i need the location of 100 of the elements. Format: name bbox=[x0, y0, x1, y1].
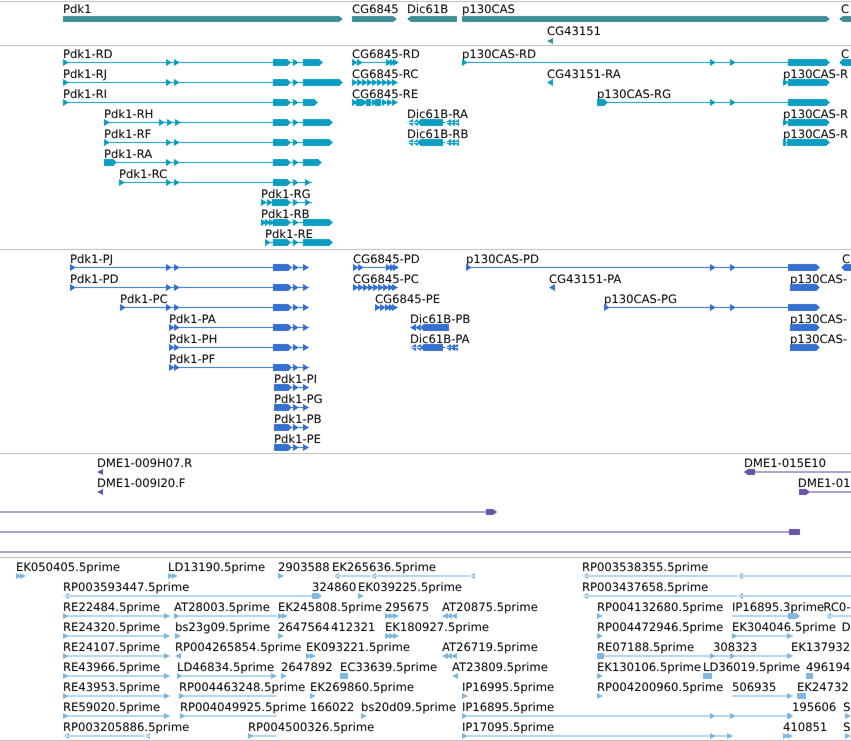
feature-label: RP004472946.5prime bbox=[597, 620, 724, 634]
feature-label: p130CAS- bbox=[790, 332, 848, 346]
feature-label: Pdk1-PD bbox=[70, 272, 119, 286]
feature-label: Dic61B bbox=[407, 2, 448, 16]
feature-label: AT20875.5prime bbox=[442, 600, 538, 614]
feature-label: EK180927.5prime bbox=[385, 620, 490, 634]
feature-label: CG6845-PD bbox=[353, 252, 420, 266]
feature-label: p130CAS bbox=[462, 2, 515, 16]
feature-label: AT28003.5prime bbox=[174, 600, 270, 614]
feature-label: Pdk1-PB bbox=[274, 412, 322, 426]
feature-label: D bbox=[842, 620, 850, 634]
feature-label: RP004200960.5prime bbox=[597, 680, 724, 694]
feature-label: Pdk1-PF bbox=[169, 352, 216, 366]
feature-label: p130CAS-R bbox=[783, 126, 848, 141]
feature-label: S bbox=[843, 700, 850, 714]
feature-label: RP003593447.5prime bbox=[63, 580, 190, 594]
feature-label: CG6845-RD bbox=[352, 46, 420, 61]
feature-label: Pdk1-RG bbox=[261, 186, 311, 201]
feature-label: Pdk1-RC bbox=[119, 166, 168, 181]
feature-label: AT26719.5prime bbox=[442, 640, 538, 654]
feature-label: CG43151 bbox=[547, 24, 601, 38]
feature-label: LD46834.5prime bbox=[177, 660, 274, 674]
feature-label: RP003205886.5prime bbox=[63, 720, 190, 734]
feature-label: 506935 bbox=[732, 680, 776, 694]
feature-label: CG43151-PA bbox=[549, 272, 622, 286]
feature-label: CG6845-PE bbox=[375, 292, 440, 306]
feature-label: RE59020.5prime bbox=[63, 700, 160, 714]
feature-label: Pdk1-RD bbox=[63, 46, 113, 61]
feature-label: Pdk1-PH bbox=[169, 332, 218, 346]
feature-label: DME1-015E10 bbox=[744, 456, 826, 470]
feature-label: EK245808.5prime bbox=[278, 600, 382, 614]
feature-label: S bbox=[843, 720, 850, 734]
feature-label: EK304046.5prime bbox=[732, 620, 836, 634]
feature-label: EK093221.5prime bbox=[306, 640, 410, 654]
feature-label: Pdk1-RJ bbox=[63, 66, 108, 81]
feature-label: 410851 bbox=[783, 720, 828, 734]
feature-label: Pdk1-PI bbox=[274, 372, 318, 386]
feature-label: CG6845 bbox=[352, 2, 399, 16]
feature-label: CG6845-PC bbox=[353, 272, 419, 286]
feature-label: p130CAS-R bbox=[783, 106, 848, 121]
feature-label: Pdk1-RF bbox=[104, 126, 152, 141]
feature-label: RE24107.5prime bbox=[63, 640, 160, 654]
feature-label: Pdk1-PC bbox=[120, 292, 168, 306]
feature-label: 195606 bbox=[792, 700, 836, 714]
feature-label: C bbox=[841, 2, 850, 16]
feature-label: 324860 bbox=[312, 580, 356, 594]
feature-label: IP17095.5prime bbox=[462, 720, 554, 734]
feature-label: Pdk1-RA bbox=[104, 146, 152, 161]
feature-label: p130CAS- bbox=[790, 272, 848, 286]
feature-label: LD36019.5prime bbox=[703, 660, 800, 674]
feature-label: bs20d09.5prime bbox=[361, 700, 456, 714]
feature-label: bs23g09.5prime bbox=[175, 620, 270, 634]
feature-label: 2903588 bbox=[278, 560, 330, 574]
feature-label: RC0- bbox=[823, 600, 850, 614]
feature-label: p130CAS-RG bbox=[597, 86, 672, 101]
feature-label: EK039225.5prime bbox=[358, 580, 462, 594]
feature-label: C bbox=[842, 252, 850, 266]
feature-label: CG6845-RC bbox=[352, 66, 418, 81]
feature-label: EK24732 bbox=[797, 680, 849, 694]
feature-label: RP003437658.5prime bbox=[582, 580, 708, 594]
feature-label: RP004265854.5prime bbox=[175, 640, 302, 654]
feature-label: Pdk1-PE bbox=[274, 432, 321, 446]
feature-label: Pdk1-RI bbox=[63, 86, 108, 101]
feature-label: CG6845-RE bbox=[352, 86, 418, 101]
feature-label: Dic61B-RA bbox=[407, 106, 468, 121]
feature-label: IP16895.5prime bbox=[462, 700, 554, 714]
feature-label: Pdk1-PA bbox=[169, 312, 216, 326]
feature-label: RP004049925.5prime bbox=[180, 700, 306, 714]
feature-label: p130CAS- bbox=[790, 312, 848, 326]
feature-label: IP16995.5prime bbox=[462, 680, 554, 694]
feature-label: RE24320.5prime bbox=[63, 620, 160, 634]
feature-label: 295675 bbox=[385, 600, 430, 614]
feature-label: RE43953.5prime bbox=[63, 680, 160, 694]
feature-label: 412321 bbox=[331, 620, 376, 634]
feature-label: Pdk1-RB bbox=[261, 206, 310, 221]
feature-label: Pdk1 bbox=[63, 2, 92, 16]
feature-label: EK137932 bbox=[791, 640, 850, 654]
feature-label: 496194 bbox=[806, 660, 850, 674]
feature-label: RE07188.5prime bbox=[597, 640, 694, 654]
feature-label: p130CAS-PD bbox=[466, 252, 539, 266]
feature-label: AT23809.5prime bbox=[452, 660, 548, 674]
feature-label: EK265636.5prime bbox=[332, 560, 436, 574]
feature-label: Pdk1-PJ bbox=[70, 252, 114, 266]
feature-label: Pdk1-RE bbox=[265, 226, 314, 241]
feature-label: LD13190.5prime bbox=[168, 560, 266, 574]
feature-label: Dic61B-PB bbox=[410, 312, 470, 326]
feature-label: Pdk1-RH bbox=[104, 106, 154, 121]
feature-label: RP003538355.5prime bbox=[582, 560, 708, 574]
feature-label: 166022 bbox=[310, 700, 354, 714]
feature-label: 2647564 bbox=[278, 620, 330, 634]
feature-label: EK269860.5prime bbox=[310, 680, 414, 694]
feature-label: RE43966.5prime bbox=[63, 660, 160, 674]
feature-label: RE22484.5prime bbox=[63, 600, 160, 614]
feature-label: IP16895.3prime bbox=[732, 600, 824, 614]
feature-label: EC33639.5prime bbox=[340, 660, 438, 674]
feature-label: p130CAS-R bbox=[783, 66, 848, 81]
feature-label: EK130106.5prime bbox=[597, 660, 702, 674]
feature-label: Pdk1-PG bbox=[274, 392, 323, 406]
feature-label: Dic61B-RB bbox=[407, 126, 468, 141]
feature-label: DME1-01 bbox=[798, 476, 850, 490]
